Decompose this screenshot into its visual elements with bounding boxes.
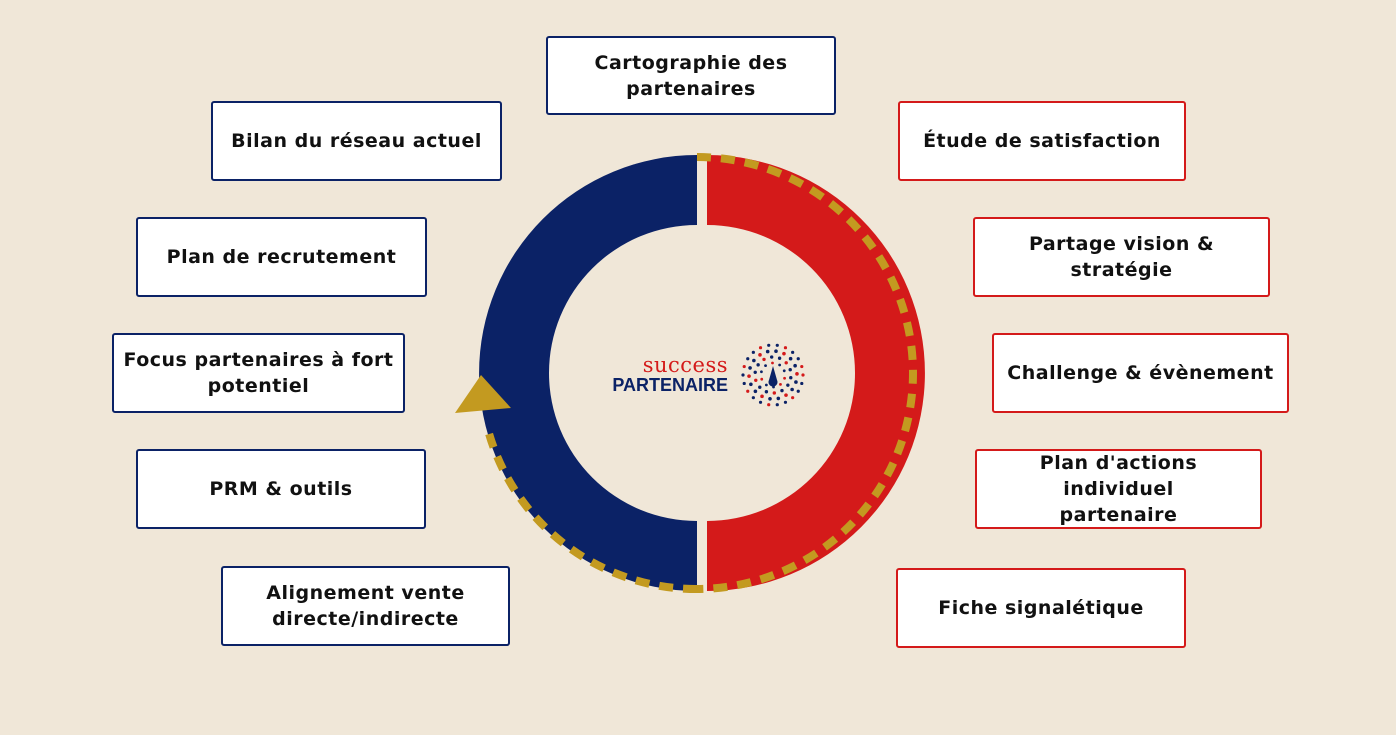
cycle-arrow-icon — [455, 375, 511, 413]
box-fiche-signaletique: Fiche signalétique — [896, 568, 1186, 648]
box-etude-satisfaction: Étude de satisfaction — [898, 101, 1186, 181]
box-plan-recrutement: Plan de recrutement — [136, 217, 427, 297]
red-half-ring — [707, 155, 925, 591]
compass-dots-icon — [741, 343, 805, 407]
cycle-ring — [455, 153, 925, 594]
box-focus-partenaires: Focus partenaires à fort potentiel — [112, 333, 405, 413]
box-partage-vision: Partage vision & stratégie — [973, 217, 1270, 297]
box-cartographie: Cartographie des partenaires — [546, 36, 836, 115]
dashed-cycle-left — [484, 428, 698, 594]
logo-text-partenaire: PARTENAIRE — [612, 375, 728, 395]
blue-half-ring — [479, 155, 697, 591]
logo-text-success: success — [642, 353, 728, 377]
dashed-cycle-right — [696, 153, 917, 593]
box-alignement-vente: Alignement vente directe/indirecte — [221, 566, 510, 646]
box-plan-actions: Plan d'actions individuel partenaire — [975, 449, 1262, 529]
box-challenge-evenement: Challenge & évènement — [992, 333, 1289, 413]
logo: success PARTENAIRE — [600, 340, 810, 410]
box-prm-outils: PRM & outils — [136, 449, 426, 529]
box-bilan-reseau: Bilan du réseau actuel — [211, 101, 502, 181]
